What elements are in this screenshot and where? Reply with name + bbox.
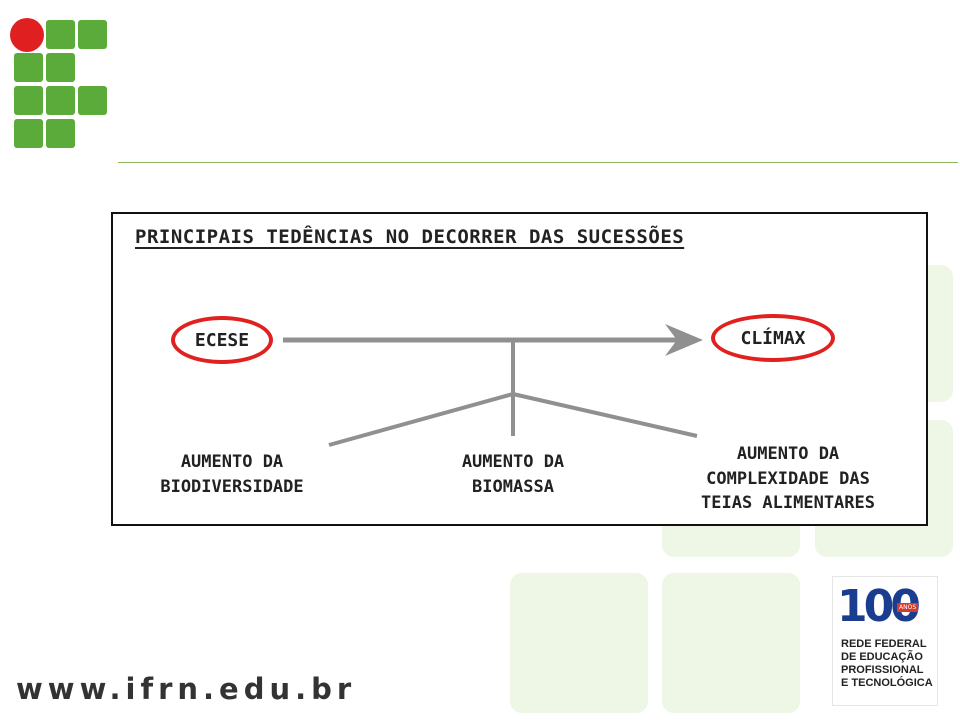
- succession-diagram: PRINCIPAIS TEDÊNCIAS NO DECORRER DAS SUC…: [111, 212, 928, 526]
- start-node-label: ECESE: [194, 329, 250, 351]
- institute-logo: [10, 18, 112, 150]
- outcome-food-web-complexity: AUMENTO DA COMPLEXIDADE DAS TEIAS ALIMEN…: [701, 444, 875, 514]
- outcome-biodiversity: AUMENTO DA BIODIVERSIDADE: [160, 452, 304, 497]
- website-url: www.ifrn.edu.br: [16, 672, 357, 706]
- diagram-lines: [283, 324, 703, 447]
- end-node: CLÍMAX: [711, 314, 835, 362]
- badge-anos: ANOS: [897, 603, 919, 612]
- header-divider: [118, 162, 958, 163]
- bg-square: [662, 573, 800, 713]
- bg-square: [510, 573, 648, 713]
- rede-federal-100-anos-logo: 100 ANOS REDE FEDERAL DE EDUCAÇÃO PROFIS…: [832, 576, 938, 706]
- outcome-biomass: AUMENTO DA BIOMASSA: [461, 452, 565, 497]
- start-node: ECESE: [171, 316, 273, 364]
- logo-red-dot: [10, 18, 44, 52]
- badge-caption: REDE FEDERAL DE EDUCAÇÃO PROFISSIONAL E …: [841, 638, 933, 689]
- end-node-label: CLÍMAX: [740, 327, 806, 349]
- diagram-title: PRINCIPAIS TEDÊNCIAS NO DECORRER DAS SUC…: [135, 226, 685, 248]
